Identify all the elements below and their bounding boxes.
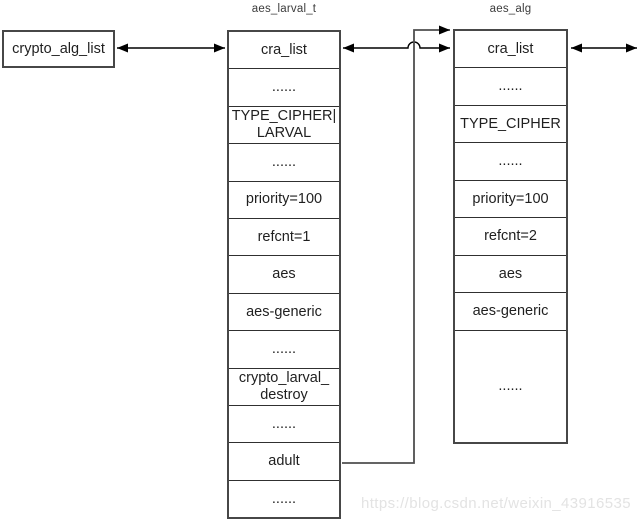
table-row-crypto-larval-destroy: crypto_larval_​destroy [229,367,339,405]
aes-larval-t-table: cra_list ...... TYPE_CIPHER|​LARVAL ....… [227,30,341,519]
table-row-type-cipher-larval: TYPE_CIPHER|​LARVAL [229,105,339,143]
table-row-cra-list: cra_list [261,41,307,58]
table-row-dots: ...... [229,479,339,517]
aes-alg-table: cra_list ...... TYPE_CIPHER ...... prior… [453,29,568,444]
table-row-aes-generic: aes-generic [229,292,339,330]
alg-table-title: aes_alg [489,3,532,15]
table-row-cra-list: cra_list [487,40,534,57]
watermark-text: https://blog.csdn.net/weixin_43916535 [361,495,631,512]
arrow-larval-alg [343,41,450,53]
crypto-alg-list-box: crypto_alg_list [2,30,115,68]
table-row-aes: aes [229,255,339,292]
table-row-type-cipher: TYPE_CIPHER [455,104,566,142]
table-row-refcnt: refcnt=2 [455,217,566,254]
table-row-dots: ...... [229,404,339,442]
table-row-dots: ...... [455,142,566,179]
table-row-dots: ...... [229,68,339,105]
larval-table-title: aes_larval_t [251,3,317,15]
table-row-dots: ...... [229,143,339,180]
table-row-adult: adult [229,442,339,479]
table-row-dots: ...... [455,67,566,104]
table-row-refcnt: refcnt=1 [229,217,339,255]
table-row-dots: ...... [229,330,339,367]
table-row-priority: priority=100 [229,180,339,218]
table-row-aes-generic: aes-generic [455,292,566,329]
table-row-dots: ...... [455,329,566,442]
table-row-priority: priority=100 [455,179,566,217]
arrow-adult-to-alg [342,25,450,464]
table-row-aes: aes [455,254,566,292]
